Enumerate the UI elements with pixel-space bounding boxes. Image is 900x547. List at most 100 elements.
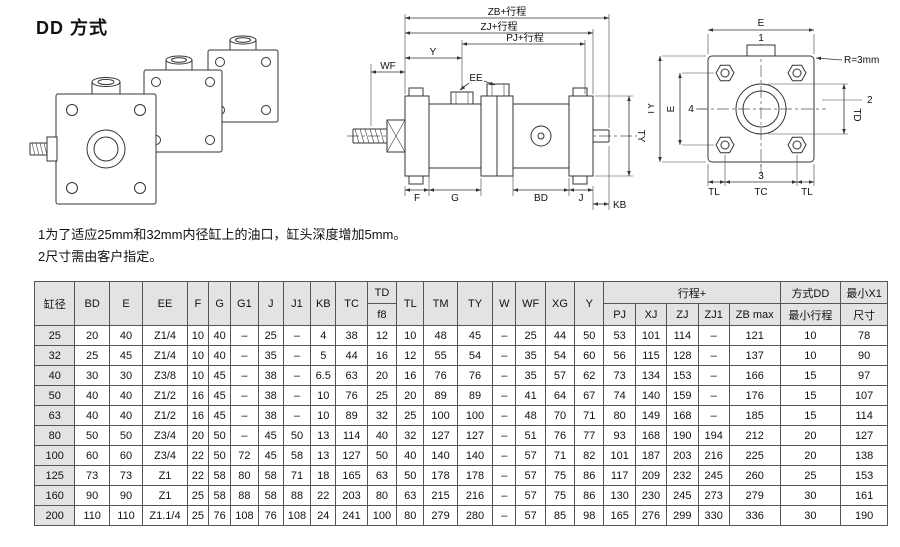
dimension-cell: –	[492, 425, 517, 446]
dimension-cell: 45	[207, 365, 232, 386]
dimension-cell: 38	[335, 325, 368, 346]
dimension-cell: 40	[207, 345, 232, 366]
dimension-cell: 78	[840, 325, 888, 346]
dim-arrowhead	[476, 188, 481, 192]
dimension-cell: 57	[515, 505, 546, 526]
col-header: G1	[230, 281, 259, 326]
dimension-cell: 6.5	[310, 365, 337, 386]
dimension-cell: 97	[840, 365, 888, 386]
dim-label-e-left: E	[666, 105, 677, 112]
col-header: J1	[282, 281, 312, 326]
dim-arrowhead	[405, 16, 410, 20]
dimension-cell: –	[230, 385, 259, 406]
dimensions: ZB+行程 ZJ+行程 PJ+行程 Y WF EE F G BD J KB TY	[371, 5, 645, 211]
col-subheader-f8: f8	[366, 303, 398, 326]
dimension-cell: Z1/4	[142, 325, 188, 346]
dimension-cell: 55	[423, 345, 458, 366]
dimension-cell: 54	[544, 345, 576, 366]
dimension-cell: 20	[779, 425, 842, 446]
dimension-cell: 50	[282, 425, 312, 446]
dimension-cell: 40	[366, 425, 398, 446]
col-subheader: ZJ	[666, 303, 699, 326]
dimension-cell: 35	[515, 345, 546, 366]
dimension-cell: –	[282, 385, 312, 406]
dim-label-ty: TY	[635, 130, 645, 143]
col-header: TC	[335, 281, 368, 326]
dimension-cell: 60	[574, 345, 605, 366]
dimension-cell: 76	[207, 505, 232, 526]
dim-label-kb: KB	[613, 200, 627, 211]
dimension-cell: 216	[456, 485, 494, 506]
dim-arrowhead	[405, 56, 410, 60]
dimension-cell: 73	[108, 465, 144, 486]
dimension-cell: 40	[108, 385, 144, 406]
dimension-cell: 25	[74, 345, 110, 366]
bore-size-cell: 80	[33, 425, 76, 446]
dim-arrowhead	[725, 180, 730, 184]
dimension-cell: 216	[697, 445, 730, 466]
dim-arrowhead	[708, 180, 713, 184]
dim-arrowhead	[658, 157, 662, 162]
dim-label-zj: ZJ+行程	[481, 20, 518, 33]
dim-arrowhead	[627, 171, 631, 176]
col-header: W	[492, 281, 517, 326]
dimension-cell: 280	[456, 505, 494, 526]
dim-arrowhead	[797, 180, 802, 184]
dimension-cell: 58	[257, 485, 284, 506]
dimension-cell: 161	[840, 485, 888, 506]
dimension-cell: 44	[544, 325, 576, 346]
dim-label-ty: TY	[648, 102, 657, 115]
dimension-cell: 89	[423, 385, 458, 406]
col-subheader: XJ	[634, 303, 668, 326]
dimension-cell: 127	[335, 445, 368, 466]
col-header: TM	[423, 281, 458, 326]
dim-arrowhead	[405, 31, 410, 35]
dimensions: E TY E TD R=3mm 1 2 3 4 TL TC TL	[648, 18, 879, 198]
dimension-cell: Z1/4	[142, 345, 188, 366]
notes: 1为了适应25mm和32mm内径缸上的油口，缸头深度增加5mm。 2尺寸需由客户…	[38, 224, 406, 268]
col-subheader: ZB max	[728, 303, 781, 326]
dimension-cell: 190	[666, 425, 699, 446]
dimension-cell: 45	[257, 425, 284, 446]
col-header: WF	[515, 281, 546, 326]
bore-size-cell: 160	[33, 485, 76, 506]
dimension-cell: 209	[634, 465, 668, 486]
dimension-cell: 168	[634, 425, 668, 446]
dimension-cell: 10	[396, 325, 425, 346]
dimension-cell: 140	[423, 445, 458, 466]
dim-arrowhead	[658, 56, 662, 61]
port-number-2: 2	[867, 95, 873, 106]
col-header-td: TD	[366, 281, 398, 304]
dimension-cell: 279	[423, 505, 458, 526]
dimension-cell: 245	[666, 485, 699, 506]
dimension-cell: 35	[257, 345, 284, 366]
dimension-cell: –	[492, 485, 517, 506]
note-line-1: 1为了适应25mm和32mm内径缸上的油口，缸头深度增加5mm。	[38, 227, 407, 242]
dim-arrowhead	[429, 188, 434, 192]
dimension-cell: 101	[603, 445, 636, 466]
dimension-cell: 15	[779, 385, 842, 406]
dimension-cell: 279	[728, 485, 781, 506]
dimension-cell: 149	[634, 405, 668, 426]
dimension-cell: 88	[230, 485, 259, 506]
dim-arrowhead	[588, 31, 593, 35]
dimension-cell: 30	[108, 365, 144, 386]
dim-label-f: F	[414, 193, 420, 204]
thread-hatch	[354, 128, 385, 144]
dim-label-g: G	[451, 193, 459, 204]
dimension-cell: 13	[310, 445, 337, 466]
dimension-cell: 115	[634, 345, 668, 366]
dim-arrowhead	[593, 202, 598, 206]
dim-arrowhead	[405, 188, 410, 192]
dimension-cell: Z1	[142, 465, 188, 486]
flange-face	[696, 44, 826, 174]
dimension-cell: 40	[207, 325, 232, 346]
page-title: DD 方式	[36, 18, 108, 38]
col-header-group-dd: 方式DD	[779, 281, 842, 304]
dimension-cell: 12	[396, 345, 425, 366]
